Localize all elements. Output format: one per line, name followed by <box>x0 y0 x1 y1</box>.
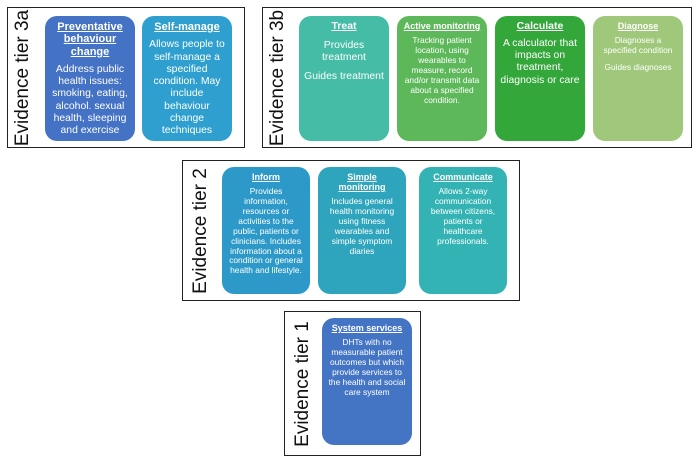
card-communicate[interactable]: Communicate Allows 2-way communication b… <box>419 167 507 294</box>
card-treat[interactable]: Treat Provides treatment Guides treatmen… <box>299 16 389 141</box>
card-title: Diagnose <box>617 21 659 31</box>
card-title: Communicate <box>433 172 493 182</box>
card-description: Includes general health monitoring using… <box>329 196 395 256</box>
tier-1-panel: Evidence tier 1 System services DHTs wit… <box>284 311 421 456</box>
card-description: Tracking patient location, using wearabl… <box>404 35 480 105</box>
card-description-secondary: Guides treatment <box>304 71 384 83</box>
card-description: A calculator that impacts on treatment, … <box>500 37 580 86</box>
card-title: Active monitoring <box>403 21 481 31</box>
card-description: Allows 2-way communication between citiz… <box>430 186 496 246</box>
card-diagnose[interactable]: Diagnose Diagnoses a specified condition… <box>593 16 683 141</box>
tier-1-label: Evidence tier 1 <box>292 321 313 447</box>
card-title: Inform <box>252 172 280 182</box>
tier-2-panel: Evidence tier 2 Inform Provides informat… <box>182 160 520 301</box>
card-title: Preventative behaviour change <box>57 21 123 58</box>
card-title: System services <box>331 323 403 333</box>
card-simple-monitoring[interactable]: Simple monitoring Includes general healt… <box>318 167 406 294</box>
card-description: Provides information, resources or activ… <box>229 186 303 276</box>
tier-3b-panel: Evidence tier 3b Treat Provides treatmen… <box>262 7 692 148</box>
card-description: Provides treatment <box>322 39 366 64</box>
card-title: Calculate <box>516 20 564 32</box>
card-description: DHTs with no measurable patient outcomes… <box>328 337 406 397</box>
card-active-monitoring[interactable]: Active monitoring Tracking patient locat… <box>397 16 487 141</box>
card-description: Allows people to self-manage a specified… <box>149 39 225 137</box>
card-preventative-behaviour-change[interactable]: Preventative behaviour change Address pu… <box>45 16 135 141</box>
card-description: Address public health issues: smoking, e… <box>52 63 128 137</box>
card-self-manage[interactable]: Self-manage Allows people to self-manage… <box>142 16 232 141</box>
card-inform[interactable]: Inform Provides information, resources o… <box>222 167 310 294</box>
tier-3a-label: Evidence tier 3a <box>12 9 33 147</box>
card-title: Treat <box>331 20 357 32</box>
tier-3b-label: Evidence tier 3b <box>267 9 288 147</box>
tier-2-label: Evidence tier 2 <box>190 168 211 294</box>
card-title: Self-manage <box>154 21 220 33</box>
card-calculate[interactable]: Calculate A calculator that impacts on t… <box>495 16 585 141</box>
card-description: Diagnoses a specified condition <box>603 35 673 55</box>
card-system-services[interactable]: System services DHTs with no measurable … <box>322 318 412 445</box>
card-description-secondary: Guides diagnoses <box>604 61 672 72</box>
card-title: Simple monitoring <box>338 172 386 193</box>
tier-3a-panel: Evidence tier 3a Preventative behaviour … <box>7 7 245 148</box>
